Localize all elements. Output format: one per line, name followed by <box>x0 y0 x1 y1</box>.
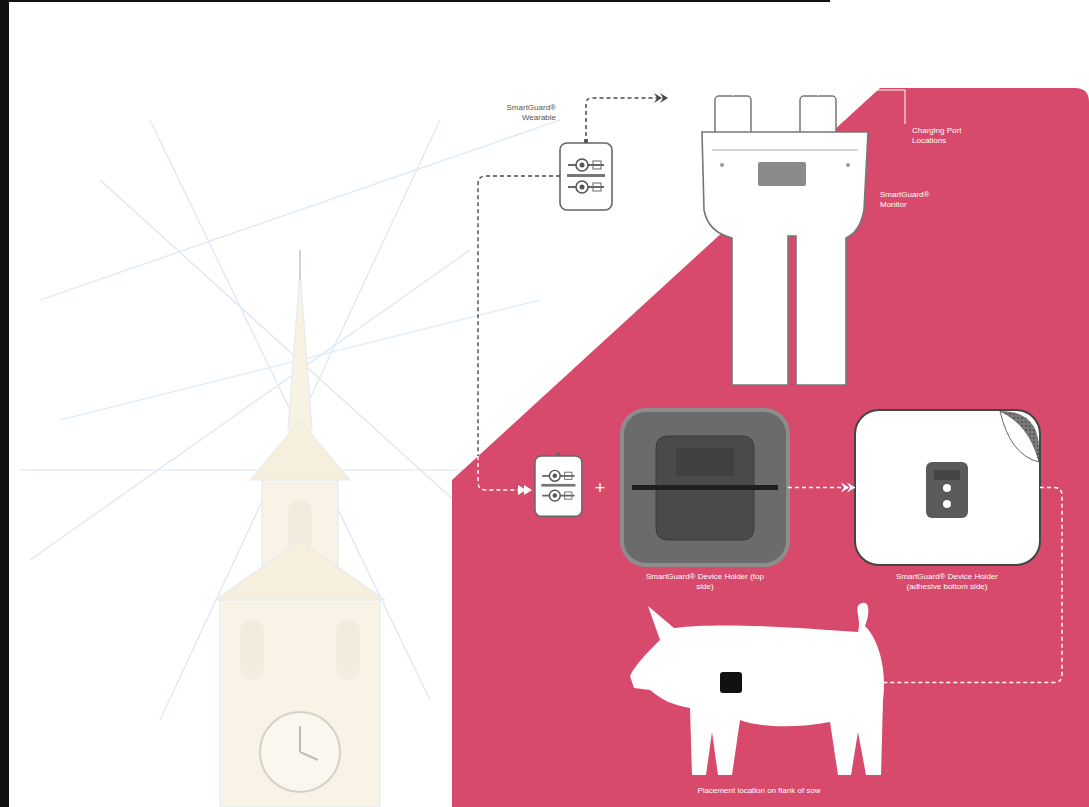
node-label: SmartGuard® Device Holder (top side) <box>639 572 771 591</box>
dashed-connector <box>788 483 855 493</box>
device-holder-bottom: SmartGuard® Device Holder (adhesive bott… <box>855 410 1040 565</box>
callout-label: Charging Port Locations <box>912 126 976 145</box>
node-label: SmartGuard® Monitor <box>880 190 942 209</box>
dashed-connector <box>586 93 668 143</box>
wearable-device: SmartGuard® Wearable <box>560 143 612 210</box>
pig-silhouette <box>630 603 884 775</box>
holder-bottom-drawing <box>855 410 1040 565</box>
dashed-connector <box>750 488 1062 688</box>
pink-panel <box>452 88 1089 807</box>
monitor-drawing <box>702 90 905 385</box>
monitor-unit: SmartGuard® Monitor <box>668 92 875 385</box>
holder-top-drawing <box>622 410 788 565</box>
node-label: SmartGuard® Wearable <box>496 103 556 122</box>
plus-sign: + <box>590 478 610 500</box>
node-label: SmartGuard® Device Holder (adhesive bott… <box>881 572 1013 591</box>
device-holder-top: SmartGuard® Device Holder (top side) <box>622 410 788 565</box>
node-label: Placement location on flank of sow <box>618 786 900 796</box>
sow-figure: Placement location on flank of sow <box>628 600 890 780</box>
placement-mark <box>720 672 742 693</box>
